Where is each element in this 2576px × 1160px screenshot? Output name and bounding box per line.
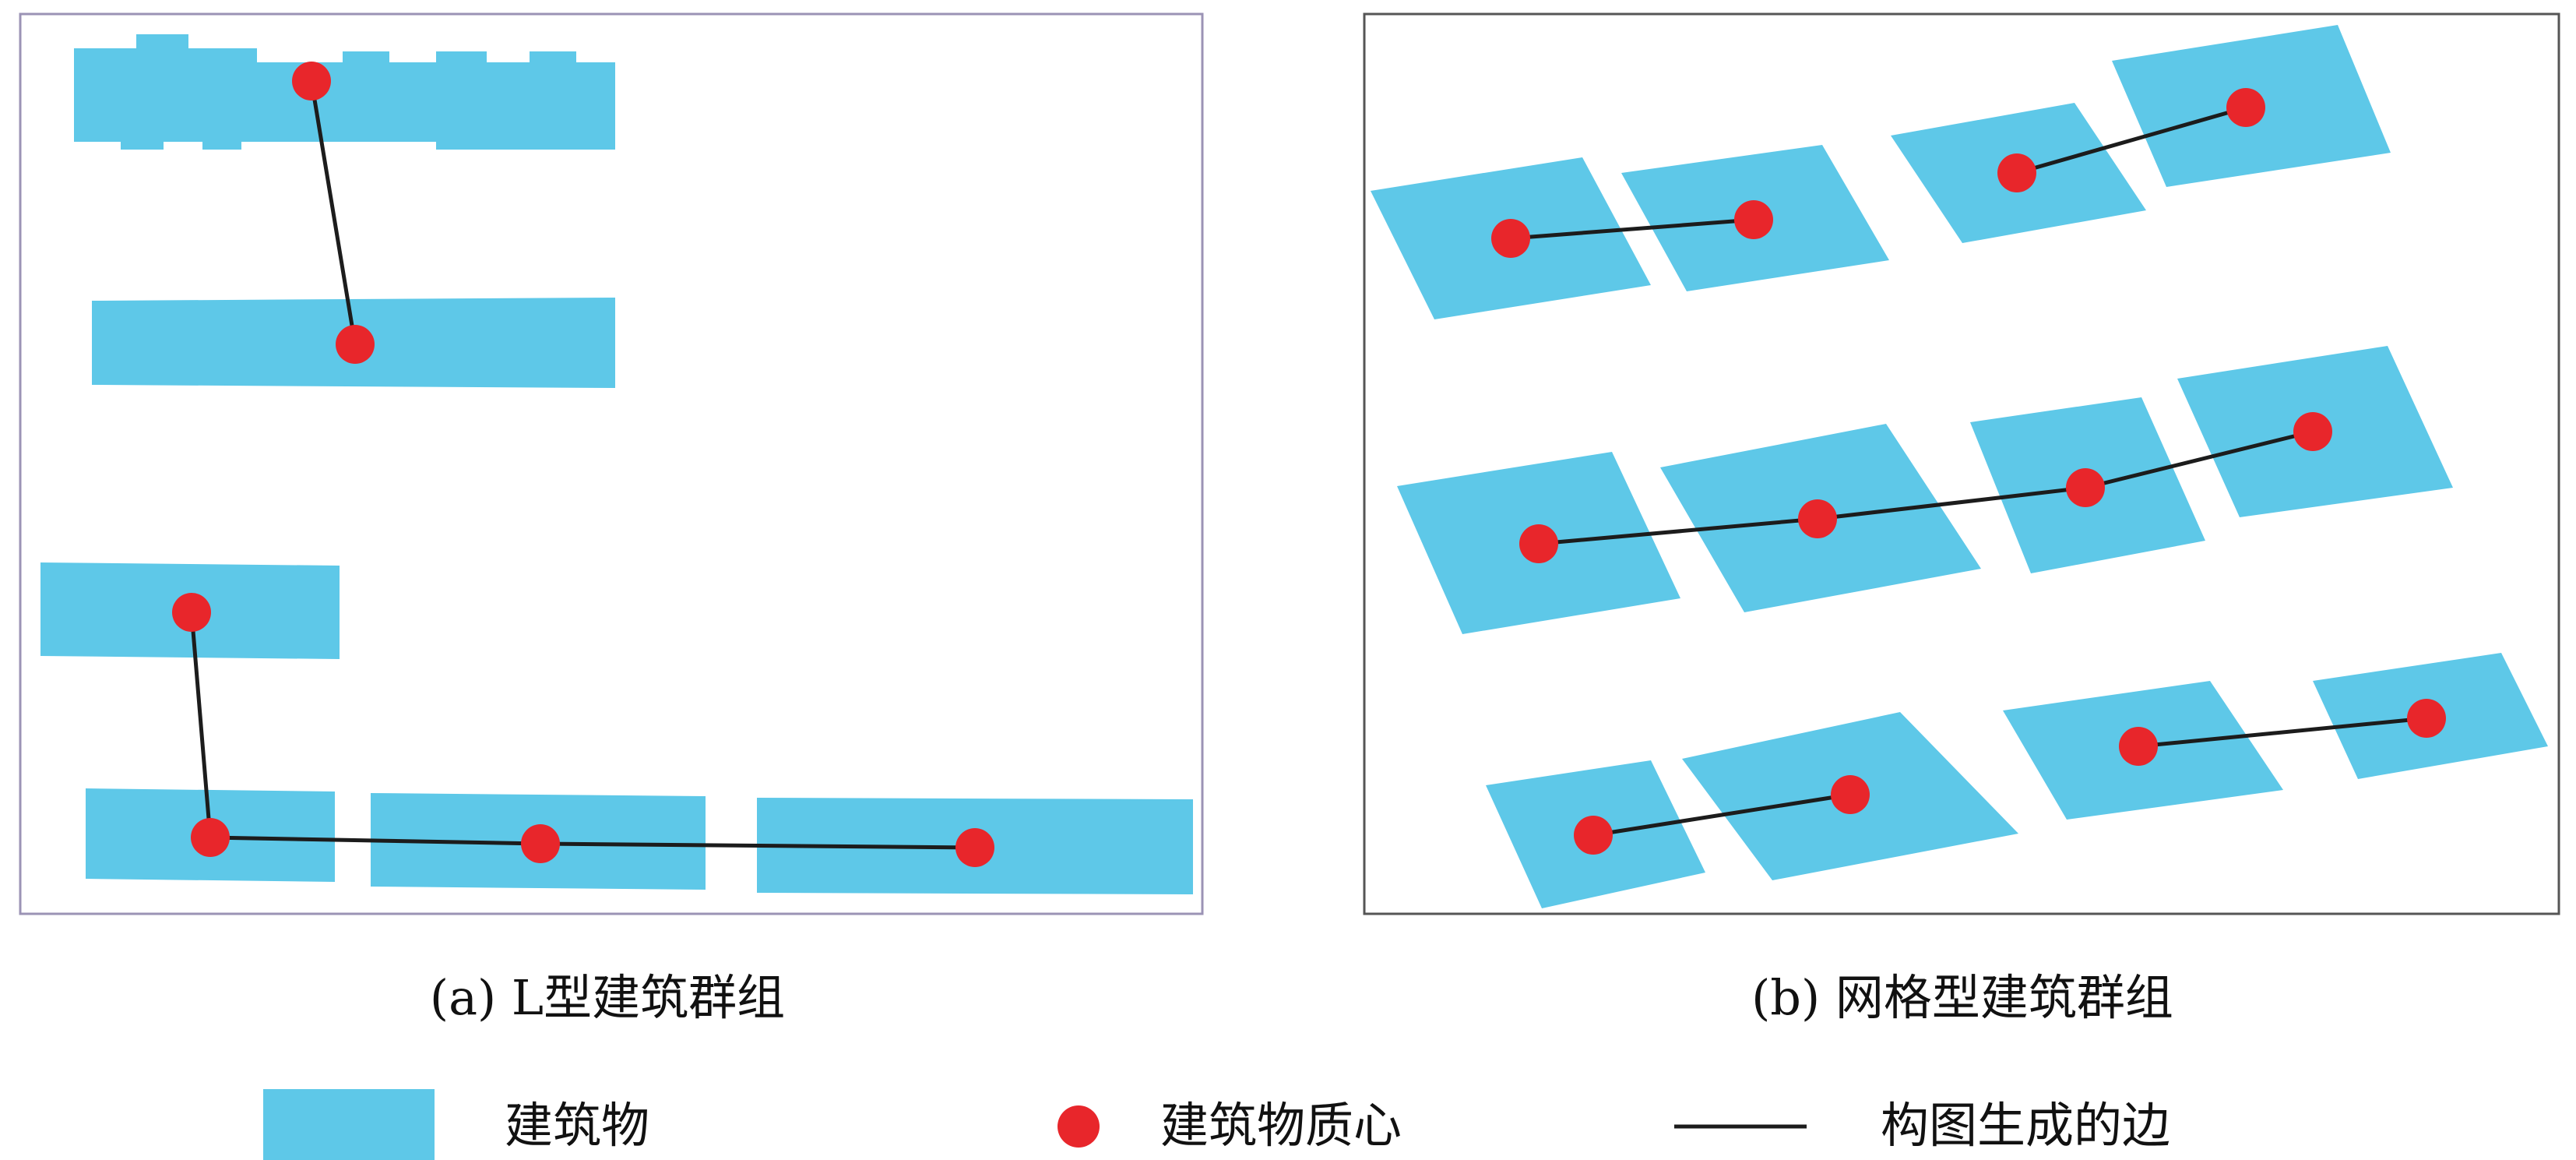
centroid xyxy=(955,828,994,867)
legend-building-swatch xyxy=(263,1089,435,1160)
legend-item-edge: 构图生成的边 xyxy=(1674,1097,2170,1154)
edge xyxy=(2016,105,2247,175)
edge xyxy=(1538,429,2314,546)
centroid xyxy=(1491,219,1530,258)
centroid xyxy=(172,593,211,632)
legend-centroid-label: 建筑物质心 xyxy=(1160,1097,1402,1154)
legend: 建筑物 建筑物质心 构图生成的边 xyxy=(263,1089,2170,1160)
centroid xyxy=(521,824,560,863)
centroid xyxy=(191,818,230,857)
edge xyxy=(189,612,213,838)
panel-a-caption: (a) L型建筑群组 xyxy=(430,969,785,1026)
panel-a-centroids xyxy=(172,62,994,867)
centroid xyxy=(2119,727,2158,766)
centroid xyxy=(336,325,375,364)
panel-b-edges xyxy=(1510,105,2427,837)
centroid xyxy=(2066,468,2105,507)
centroid xyxy=(2407,699,2446,738)
centroid xyxy=(1574,816,1613,855)
panel-b-centroids xyxy=(1491,88,2446,855)
legend-centroid-swatch xyxy=(1057,1105,1100,1148)
centroid xyxy=(1734,200,1773,239)
legend-item-building: 建筑物 xyxy=(263,1089,649,1160)
edge xyxy=(1510,217,1754,241)
panel-b-caption: (b) 网格型建筑群组 xyxy=(1751,969,2173,1026)
panel-b: (b) 网格型建筑群组 xyxy=(1363,12,2560,1026)
centroid xyxy=(1997,153,2036,192)
edge xyxy=(1592,792,1851,837)
panel-a: (a) L型建筑群组 xyxy=(19,12,1204,1026)
centroid xyxy=(2226,88,2265,127)
legend-edge-label: 构图生成的边 xyxy=(1881,1097,2170,1154)
building xyxy=(74,34,615,150)
centroid xyxy=(1831,775,1870,814)
edge xyxy=(309,80,357,345)
centroid xyxy=(292,62,331,100)
centroid xyxy=(1519,524,1558,563)
legend-item-centroid: 建筑物质心 xyxy=(1057,1097,1402,1154)
centroid xyxy=(2293,412,2332,451)
edge xyxy=(2138,716,2427,749)
legend-building-label: 建筑物 xyxy=(505,1097,649,1154)
centroid xyxy=(1798,499,1837,538)
panel-a-frame xyxy=(19,12,1204,915)
